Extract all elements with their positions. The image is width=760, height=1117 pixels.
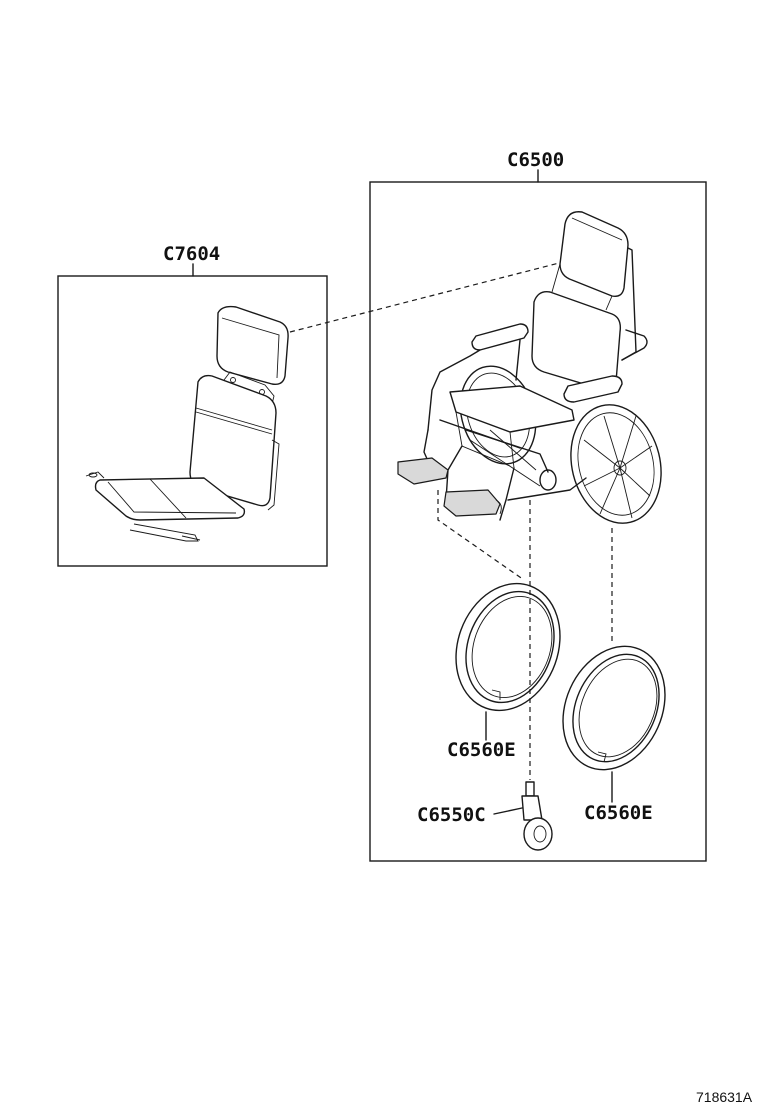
- figure-reference: 718631A: [696, 1089, 753, 1105]
- headrest-link-dashed: [289, 261, 564, 333]
- tire-right-drawing: [562, 645, 666, 771]
- seat-cushion-set-drawing: [85, 305, 289, 542]
- label-c6500: C6500: [507, 149, 565, 171]
- front-tire-link-dashed: [437, 490, 525, 581]
- label-c7604: C7604: [163, 243, 221, 265]
- label-c6550c: C6550C: [417, 804, 486, 826]
- wheelchair-drawing: [397, 211, 662, 524]
- label-c6560e-left: C6560E: [447, 739, 516, 761]
- caster-drawing: [521, 781, 553, 851]
- tire-left-drawing: [455, 582, 561, 712]
- c7604-group-box: [57, 275, 328, 567]
- c6550c-leader: [493, 807, 523, 815]
- c6500-group-box: [369, 181, 707, 862]
- label-c6560e-right: C6560E: [584, 802, 653, 824]
